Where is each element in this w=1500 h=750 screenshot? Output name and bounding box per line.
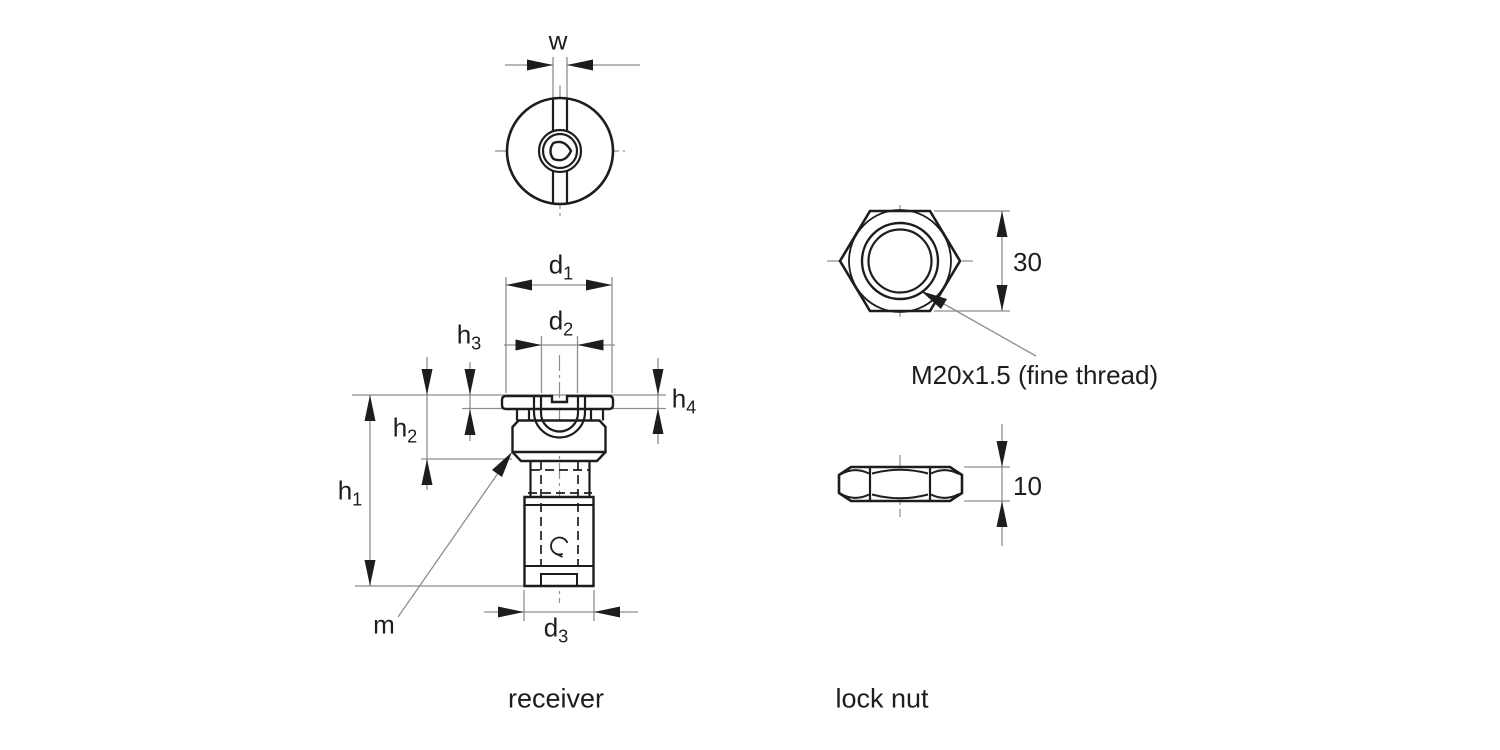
hex-outline — [838, 209, 962, 313]
locknut-front-view — [838, 209, 962, 313]
cup-body — [511, 419, 607, 454]
nut-side-outline — [837, 465, 964, 503]
boss-outer-ring — [537, 128, 583, 174]
dim-label-h4: h4 — [671, 383, 697, 418]
receiver-front-view — [500, 394, 615, 588]
torx-socket — [549, 140, 573, 162]
caption-lock-nut: lock nut — [835, 683, 929, 714]
bottom-slot — [540, 573, 578, 586]
cross-hole-tick — [555, 552, 563, 558]
boss-inner-ring — [541, 132, 579, 170]
dim-label-w: w — [548, 25, 568, 56]
body-edges — [524, 504, 594, 567]
slot-edges — [551, 99, 569, 203]
dim-value-nut-thickness: 10 — [1013, 471, 1042, 501]
m-leader-arrow — [492, 452, 512, 477]
chamfer-circle — [848, 209, 952, 313]
dimension-arrows — [364, 59, 1008, 618]
cup-chamfer — [511, 451, 607, 463]
dim-value-nut-width: 30 — [1013, 247, 1042, 277]
bore-circle — [867, 228, 933, 294]
nut-facet-lines — [868, 467, 932, 501]
dim-label-h3: h3 — [456, 319, 482, 354]
dim-label-h2: h2 — [392, 412, 418, 447]
dim-label-h1: h1 — [337, 475, 363, 510]
m-leader-line — [397, 465, 504, 618]
thread-major-circle — [860, 221, 940, 301]
thread-spec-label: M20x1.5 (fine thread) — [911, 360, 1159, 390]
flange — [500, 394, 615, 411]
dim-label-m: m — [373, 609, 395, 640]
construction-lines — [352, 57, 1037, 621]
receiver-top-view — [505, 96, 615, 206]
dim-label-d3: d3 — [543, 612, 569, 647]
thread-leader-arrow — [921, 291, 947, 309]
seat-inner-contour — [539, 397, 580, 433]
dim-label-d1: d1 — [548, 249, 574, 284]
flange-posts — [515, 409, 605, 421]
nut-chamfer-arcs — [840, 468, 960, 500]
locknut-side-view — [837, 465, 964, 503]
dim-label-d2: d2 — [548, 305, 574, 340]
seat-outer-contour — [532, 397, 587, 439]
receiver-outer-circle — [505, 96, 615, 206]
lower-body — [523, 495, 595, 588]
shank — [529, 461, 591, 497]
caption-receiver: receiver — [507, 683, 605, 714]
